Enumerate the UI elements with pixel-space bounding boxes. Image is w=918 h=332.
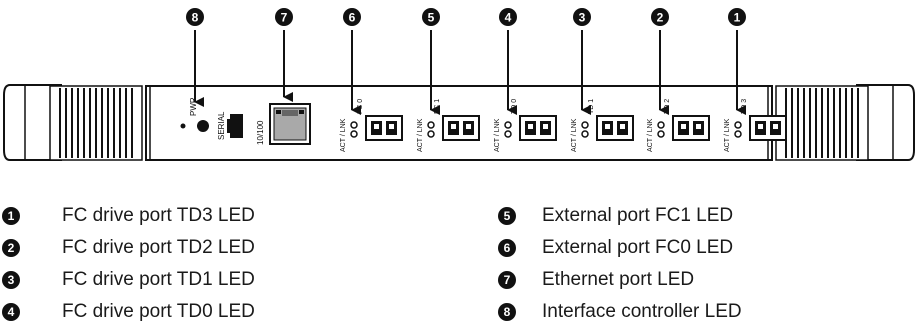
callout-3: 3	[573, 8, 591, 26]
port-label-td1: TD 1	[588, 99, 595, 114]
pwr-led	[180, 123, 186, 129]
svg-text:1: 1	[734, 11, 741, 25]
legend-text: FC drive port TD3 LED	[62, 205, 255, 226]
legend-number: 5	[498, 207, 516, 225]
port-label-td3: TD 3	[741, 99, 748, 114]
legend-text: External port FC0 LED	[542, 237, 734, 258]
sfp-connector-fc0	[365, 115, 403, 141]
legend-number: 3	[2, 271, 20, 289]
sfp-connector-td1	[596, 115, 634, 141]
svg-text:7: 7	[281, 11, 288, 25]
legend-text: External port FC1 LED	[542, 205, 734, 226]
callout-8: 8	[186, 8, 204, 26]
act-lnk-label: ACT / LNK	[340, 118, 347, 152]
ethernet-port	[269, 103, 311, 145]
act-lnk-label: ACT / LNK	[724, 118, 731, 152]
svg-text:4: 4	[505, 11, 512, 25]
act-led	[657, 121, 665, 129]
port-label-fc0: FC 0	[357, 99, 364, 114]
act-led	[581, 121, 589, 129]
port-label-td2: TD 2	[664, 99, 671, 114]
port-group-fc0: ACT / LNK FC 0	[340, 99, 403, 152]
port-group-td2: ACT / LNK TD 2	[647, 99, 710, 152]
right-handle	[775, 84, 915, 161]
legend-text: FC drive port TD1 LED	[62, 269, 255, 290]
port-label-fc1: FC 1	[434, 99, 441, 114]
serial-port	[230, 114, 243, 138]
speed-label: 10/100	[256, 120, 265, 145]
port-group-td0: ACT / LNK TD 0	[494, 99, 557, 152]
callout-5: 5	[422, 8, 440, 26]
callout-1: 1	[728, 8, 746, 26]
lnk-led	[734, 130, 742, 138]
port-group-td1: ACT / LNK TD 1	[571, 99, 634, 152]
left-handle	[3, 84, 143, 161]
lnk-led	[504, 130, 512, 138]
act-led	[350, 121, 358, 129]
act-led	[427, 121, 435, 129]
act-lnk-label: ACT / LNK	[571, 118, 578, 152]
lnk-led	[657, 130, 665, 138]
pwr-label: PWR	[189, 97, 198, 116]
svg-text:2: 2	[657, 11, 664, 25]
act-lnk-label: ACT / LNK	[417, 118, 424, 152]
act-led	[504, 121, 512, 129]
sfp-connector-td0	[519, 115, 557, 141]
callout-6: 6	[343, 8, 361, 26]
lnk-led	[581, 130, 589, 138]
svg-text:3: 3	[579, 11, 586, 25]
sfp-connector-td2	[672, 115, 710, 141]
legend-text: Ethernet port LED	[542, 269, 695, 290]
lnk-led	[427, 130, 435, 138]
act-led	[734, 121, 742, 129]
callout-2: 2	[651, 8, 669, 26]
legend-number: 4	[2, 303, 20, 321]
act-lnk-label: ACT / LNK	[494, 118, 501, 152]
legend-number: 7	[498, 271, 516, 289]
legend-text: FC drive port TD2 LED	[62, 237, 255, 258]
legend-number: 6	[498, 239, 516, 257]
serial-label: SERIAL	[217, 111, 226, 140]
legend-number: 8	[498, 303, 516, 321]
legend-number: 2	[2, 239, 20, 257]
svg-text:8: 8	[192, 11, 199, 25]
port-group-fc1: ACT / LNK FC 1	[417, 99, 480, 152]
callout-4: 4	[499, 8, 517, 26]
legend-text: FC drive port TD0 LED	[62, 301, 255, 322]
legend-number: 1	[2, 207, 20, 225]
sfp-connector-fc1	[442, 115, 480, 141]
status-button	[197, 120, 209, 132]
act-lnk-label: ACT / LNK	[647, 118, 654, 152]
callout-7: 7	[275, 8, 293, 26]
svg-text:6: 6	[349, 11, 356, 25]
legend-text: Interface controller LED	[542, 301, 742, 322]
lnk-led	[350, 130, 358, 138]
sfp-connector-td3	[749, 115, 787, 141]
port-label-td0: TD 0	[511, 99, 518, 114]
svg-text:5: 5	[428, 11, 435, 25]
